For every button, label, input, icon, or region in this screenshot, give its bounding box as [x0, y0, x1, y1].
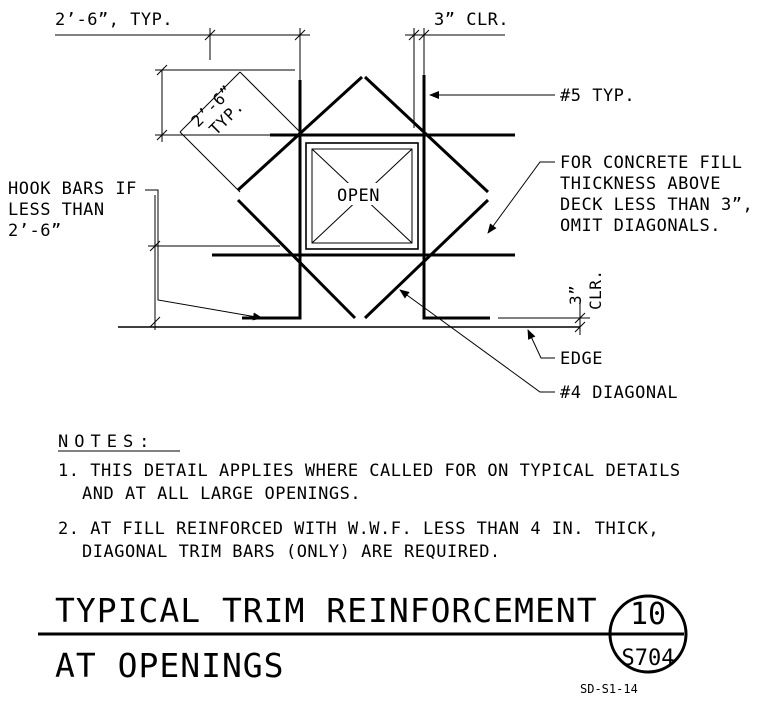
- leader-edge: EDGE: [527, 329, 603, 369]
- drawing-ref: SD-S1-14: [580, 682, 638, 696]
- notes-section: NOTES: 1. THIS DETAIL APPLIES WHERE CALL…: [58, 432, 681, 562]
- concrete-note-line-4: OMIT DIAGONALS.: [560, 216, 721, 236]
- diagonal-bars: [236, 75, 490, 320]
- right-vertical-bar-hooked: [422, 75, 490, 320]
- sheet-number: S704: [622, 646, 675, 671]
- note-2-line-1: 2. AT FILL REINFORCED WITH W.W.F. LESS T…: [58, 519, 659, 539]
- edge-label: EDGE: [560, 349, 603, 369]
- concrete-note-line-1: FOR CONCRETE FILL: [560, 153, 743, 173]
- leader-bar-typ: #5 TYP.: [429, 86, 635, 106]
- dimension-spacing-top: 2’-6”, TYP.: [55, 10, 310, 128]
- diagonal-label: #4 DIAGONAL: [560, 383, 678, 403]
- title-block: TYPICAL TRIM REINFORCEMENT AT OPENINGS 1…: [38, 591, 688, 696]
- hook-note-line-1: HOOK BARS IF: [8, 179, 137, 199]
- hook-note-line-2: LESS THAN: [8, 200, 105, 220]
- concrete-note-line-3: DECK LESS THAN 3”,: [560, 195, 753, 215]
- leader-hook-note: HOOK BARS IF LESS THAN 2’-6”: [8, 179, 263, 321]
- detail-number: 10: [630, 597, 666, 632]
- left-vertical-bar-hooked: [242, 80, 302, 320]
- title-line-1: TYPICAL TRIM REINFORCEMENT: [55, 591, 598, 630]
- dimension-diagonal: 2’-6” TYP.: [179, 71, 301, 193]
- dim-clear-side-value: 3”: [566, 285, 585, 305]
- dim-spacing-typ-label: 2’-6”, TYP.: [55, 10, 173, 30]
- title-line-2: AT OPENINGS: [55, 646, 285, 685]
- concrete-note-line-2: THICKNESS ABOVE: [560, 174, 721, 194]
- diagonal-bar-lower-right: [363, 198, 490, 320]
- opening-label: OPEN: [337, 186, 380, 206]
- hook-note-line-3: 2’-6”: [8, 221, 62, 241]
- dim-clear-top-label: 3” CLR.: [434, 10, 509, 30]
- note-1-line-1: 1. THIS DETAIL APPLIES WHERE CALLED FOR …: [58, 461, 681, 481]
- diagonal-bar-upper-left: [236, 75, 364, 192]
- diagonal-bar-upper-right: [363, 75, 490, 194]
- dim-clear-side-unit: CLR.: [586, 269, 605, 310]
- dimension-clear-top: 3” CLR.: [405, 10, 509, 128]
- leader-concrete-note: FOR CONCRETE FILL THICKNESS ABOVE DECK L…: [487, 153, 753, 236]
- notes-heading: NOTES:: [58, 432, 155, 452]
- dimension-clear-side: 3” CLR.: [498, 269, 605, 335]
- note-2-line-2: DIAGONAL TRIM BARS (ONLY) ARE REQUIRED.: [82, 542, 501, 562]
- bar-typ-label: #5 TYP.: [560, 86, 635, 106]
- leader-diagonal: #4 DIAGONAL: [399, 289, 678, 403]
- note-1-line-2: AND AT ALL LARGE OPENINGS.: [82, 484, 361, 504]
- detail-bubble: [608, 594, 688, 674]
- opening: OPEN: [305, 142, 419, 250]
- diagonal-bar-lower-left: [236, 198, 357, 320]
